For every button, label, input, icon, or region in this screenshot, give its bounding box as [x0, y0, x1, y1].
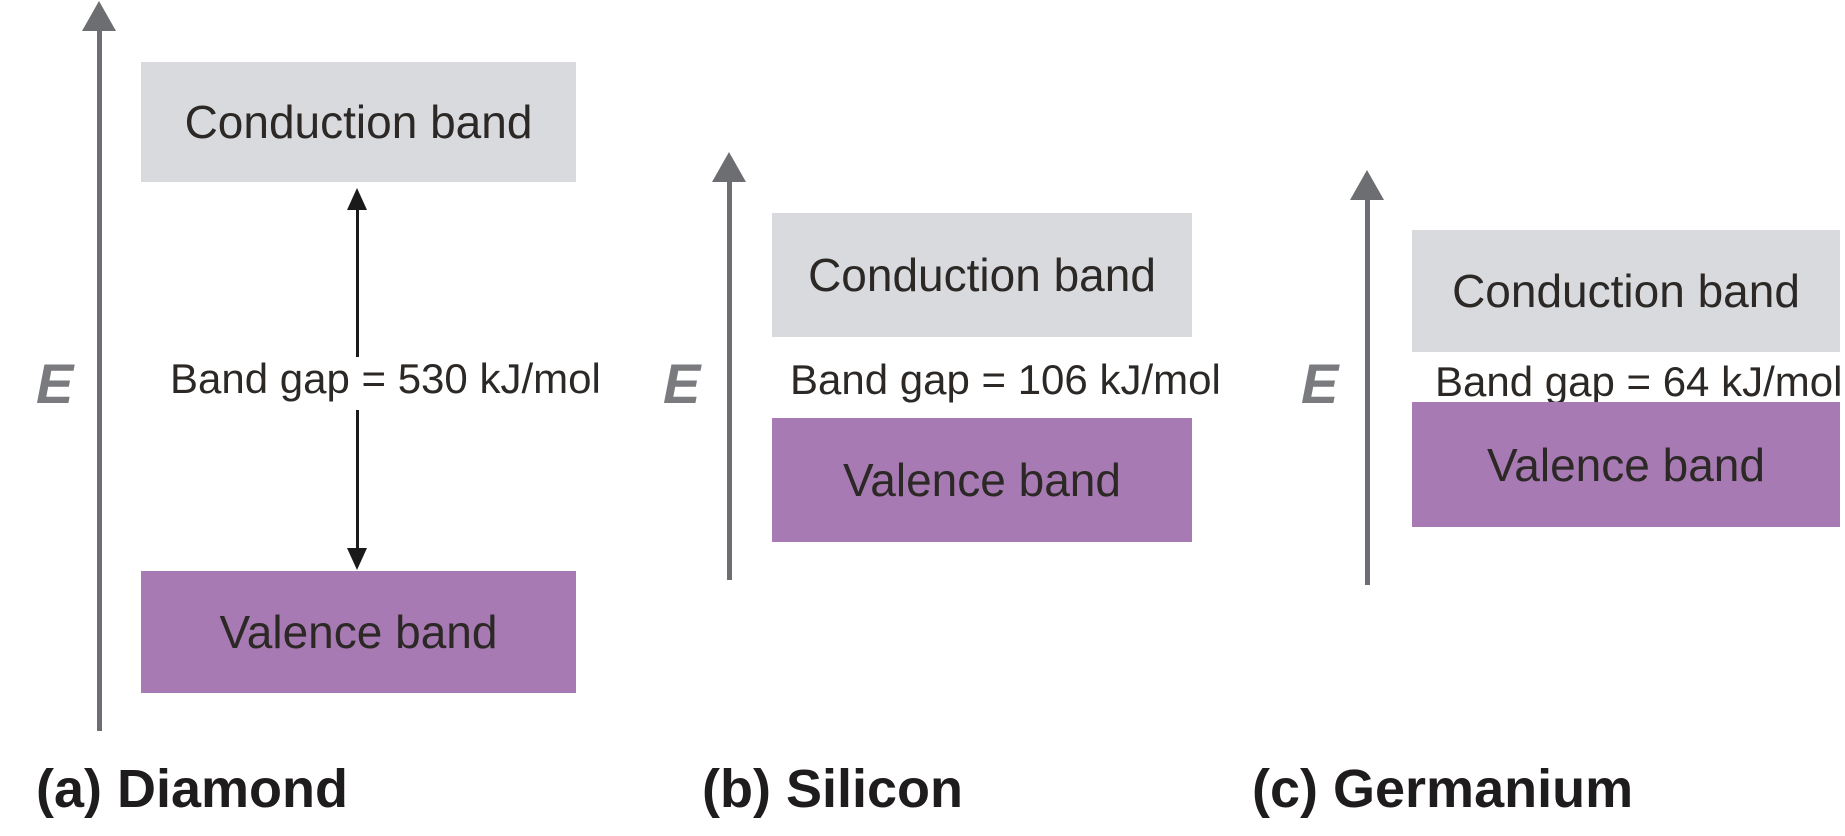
- panel-caption-germanium: (c) Germanium: [1252, 759, 1634, 819]
- valence-band-label: Valence band: [843, 454, 1121, 506]
- gap-arrow-upper-line: [356, 208, 359, 357]
- energy-axis: [1365, 193, 1370, 585]
- energy-axis-label: E: [1301, 356, 1338, 412]
- conduction-band-box: Conduction band: [141, 62, 576, 182]
- gap-arrow-lower-line: [356, 410, 359, 550]
- energy-axis: [97, 24, 102, 731]
- energy-axis-label-text: E: [36, 352, 74, 415]
- conduction-band-label: Conduction band: [184, 96, 533, 148]
- conduction-band-label: Conduction band: [808, 249, 1156, 301]
- energy-axis-label: E: [663, 356, 700, 412]
- energy-axis-label-text: E: [1301, 352, 1339, 415]
- valence-band-label: Valence band: [1487, 438, 1765, 491]
- band-gap-value-label: Band gap = 64 kJ/mol: [1435, 358, 1843, 405]
- valence-band-box: Valence band: [772, 418, 1192, 542]
- valence-band-box: Valence band: [1412, 402, 1840, 527]
- energy-axis: [727, 175, 732, 580]
- energy-axis-label: E: [36, 356, 73, 412]
- valence-band-box: Valence band: [141, 571, 576, 693]
- panel-caption-silicon: (b) Silicon: [702, 759, 963, 819]
- gap-arrow-down-icon: [347, 548, 367, 570]
- conduction-band-box: Conduction band: [1412, 230, 1840, 352]
- band-gap-value-label: Band gap = 530 kJ/mol: [170, 355, 601, 402]
- band-gap-value-label: Band gap = 106 kJ/mol: [790, 356, 1221, 403]
- conduction-band-box: Conduction band: [772, 213, 1192, 337]
- gap-arrow-up-icon: [347, 188, 367, 210]
- panel-caption-diamond: (a) Diamond: [36, 759, 349, 819]
- conduction-band-label: Conduction band: [1452, 265, 1800, 317]
- valence-band-label: Valence band: [219, 606, 498, 658]
- energy-axis-label-text: E: [663, 352, 701, 415]
